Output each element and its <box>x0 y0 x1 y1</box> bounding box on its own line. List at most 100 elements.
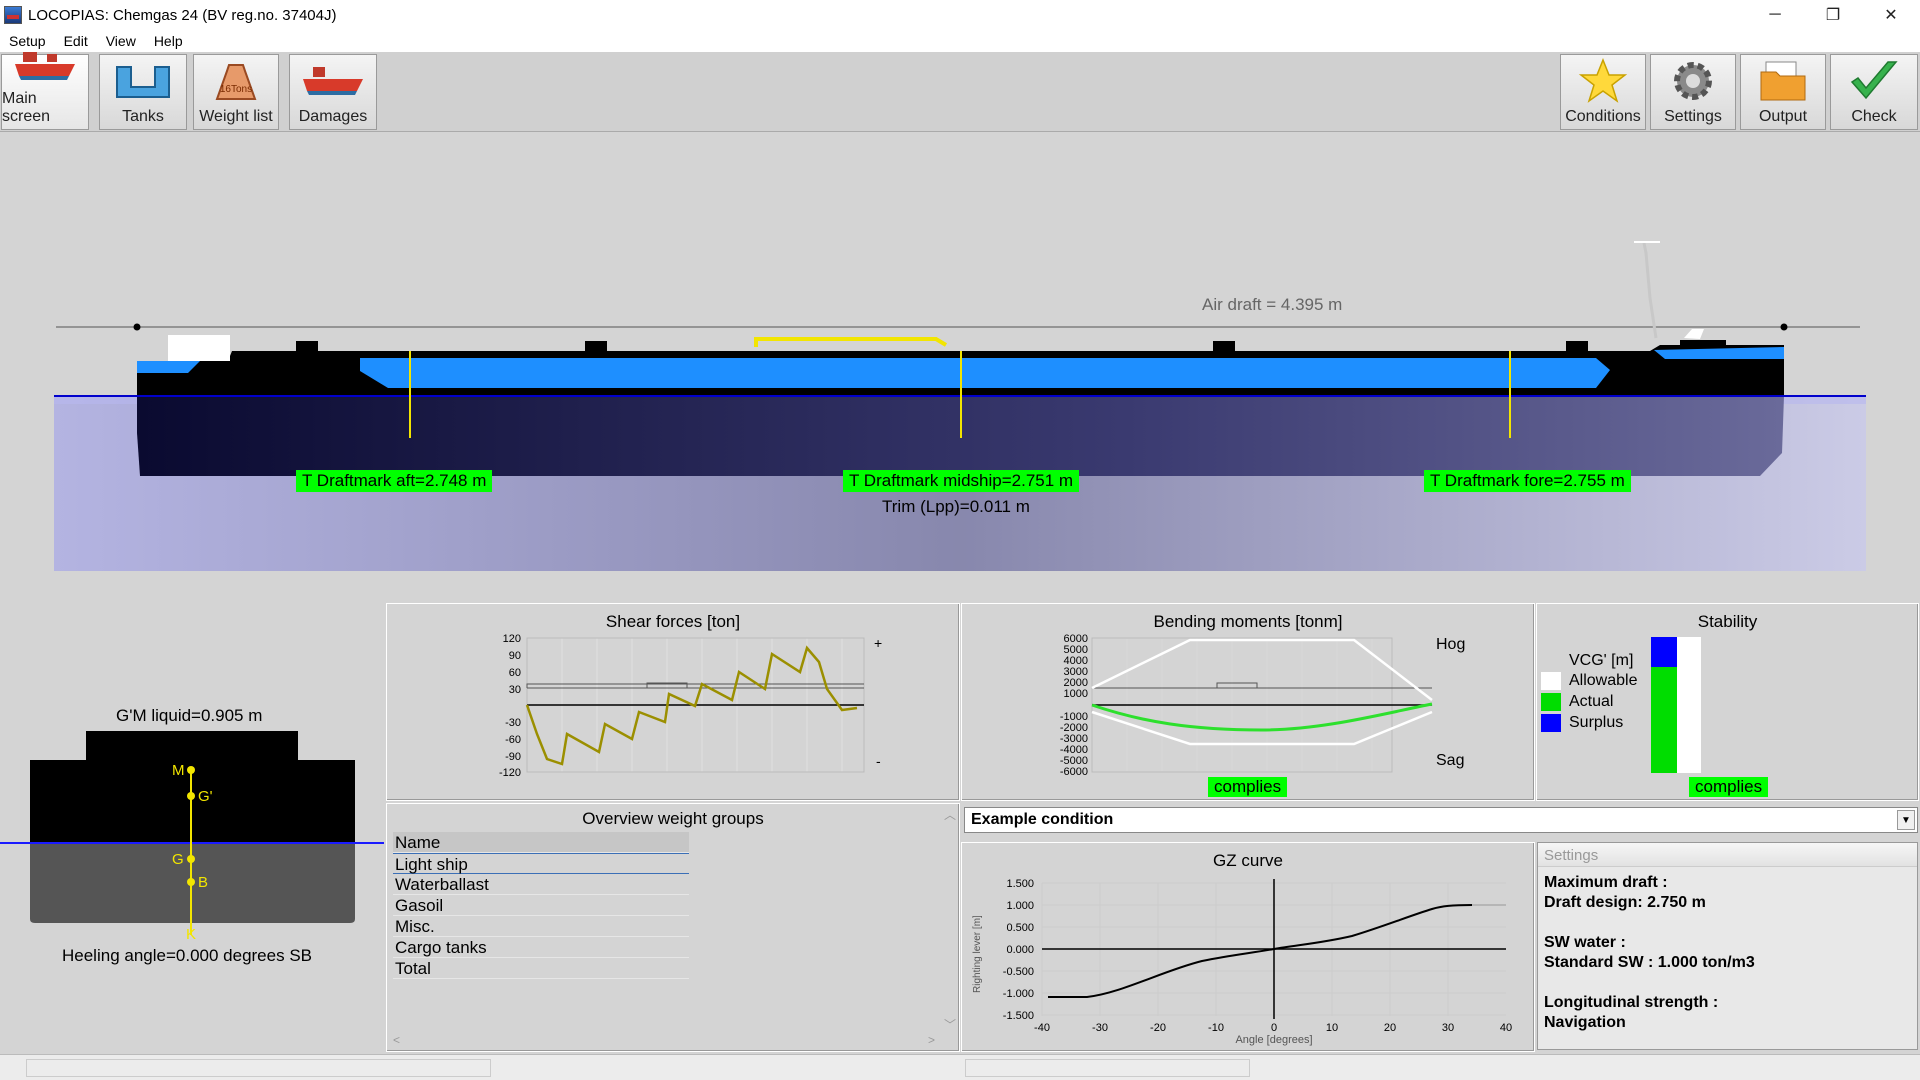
gz-ytick: -0.500 <box>1003 966 1034 978</box>
sag-label: Sag <box>1436 752 1464 769</box>
settings-summary-header: Settings <box>1538 843 1917 867</box>
air-draft-marker-aft <box>133 323 141 331</box>
trim-label: Trim (Lpp)=0.011 m <box>882 497 1030 516</box>
shear-ytick: 60 <box>509 667 521 679</box>
conditions-label: Conditions <box>1565 108 1641 125</box>
bending-ytick: 4000 <box>1064 655 1088 667</box>
main-screen-button[interactable]: Main screen <box>1 52 89 130</box>
gz-xtick: 0 <box>1271 1022 1277 1034</box>
settings-line: Longitudinal strength : <box>1544 994 1719 1011</box>
bending-ytick: -2000 <box>1060 722 1088 734</box>
settings-summary-panel: Settings Maximum draft : Draft design: 2… <box>1537 842 1918 1050</box>
tanks-button[interactable]: Tanks <box>99 54 187 130</box>
draftmark-midship-label: T Draftmark midship=2.751 m <box>843 470 1080 492</box>
actual-swatch <box>1541 693 1561 711</box>
weight-groups-hscroll[interactable]: < > <box>389 1033 939 1049</box>
menu-edit[interactable]: Edit <box>63 33 88 49</box>
settings-line: Navigation <box>1544 1014 1626 1031</box>
scroll-down-icon[interactable]: ﹀ <box>944 1018 957 1032</box>
gz-xtick: -20 <box>1150 1022 1166 1034</box>
point-g-prime-label: G' <box>198 788 213 805</box>
gz-ytick: -1.500 <box>1003 1010 1034 1022</box>
menu-help[interactable]: Help <box>153 33 183 49</box>
table-row[interactable]: Gasoil <box>393 895 689 916</box>
weight-groups-vscroll[interactable]: ︿ ﹀ <box>941 806 957 1033</box>
table-row[interactable]: Cargo tanks <box>393 937 689 958</box>
bending-moment-curve <box>1091 702 1433 732</box>
shear-ytick: 30 <box>509 684 521 696</box>
table-row[interactable]: Light ship <box>393 853 689 874</box>
menu-view[interactable]: View <box>105 33 136 49</box>
deck-fittings <box>296 340 1726 351</box>
shear-forces-panel: Shear forces [ton] 120 90 60 30 -30 -60 … <box>386 603 960 801</box>
gz-xtick: 20 <box>1384 1022 1396 1034</box>
table-row[interactable]: Waterballast <box>393 874 689 895</box>
output-label: Output <box>1758 108 1808 125</box>
window-title: LOCOPIAS: Chemgas 24 (BV reg.no. 37404J) <box>28 6 337 24</box>
shear-forces-title: Shear forces [ton] <box>605 612 741 631</box>
surplus-legend: Surplus <box>1569 714 1624 731</box>
condition-select[interactable]: Example condition ▼ <box>964 807 1918 833</box>
gear-icon <box>1661 58 1725 104</box>
air-draft-label: Air draft = 4.395 m <box>1202 295 1343 314</box>
stability-complies-badge: complies <box>1689 777 1769 797</box>
point-g-label: G <box>172 851 184 868</box>
settings-line: SW water : <box>1544 934 1626 951</box>
settings-line: Standard SW : 1.000 ton/m3 <box>1544 954 1755 971</box>
damages-button[interactable]: Damages <box>289 54 377 130</box>
scroll-left-icon[interactable]: < <box>393 1033 401 1047</box>
bending-ytick: -3000 <box>1060 733 1088 745</box>
buoyancy-point <box>187 878 195 886</box>
bending-ytick: 3000 <box>1064 666 1088 678</box>
gravity-point <box>187 855 195 863</box>
cross-section-above-water <box>30 731 355 843</box>
menu-bar: Setup Edit View Help <box>0 30 1920 52</box>
chevron-down-icon[interactable]: ▼ <box>1897 810 1915 830</box>
status-bar <box>0 1054 1920 1080</box>
cargo-boom <box>754 337 948 347</box>
stability-title: Stability <box>1697 612 1758 631</box>
surplus-swatch <box>1541 714 1561 732</box>
gz-xtick: -30 <box>1092 1022 1108 1034</box>
ship-icon <box>13 46 77 86</box>
conditions-button[interactable]: Conditions <box>1560 54 1646 130</box>
folder-icon <box>1751 58 1815 104</box>
main-screen-label: Main screen <box>2 90 51 125</box>
table-header-name[interactable]: Name <box>393 832 689 853</box>
gz-y-axis-label: Righting lever [m] <box>972 915 983 993</box>
shear-ytick: -90 <box>505 751 521 763</box>
tank-icon <box>111 58 175 104</box>
shear-plus-label: + <box>874 635 882 651</box>
gz-ytick: 1.000 <box>1006 900 1034 912</box>
minimize-button[interactable]: ─ <box>1769 6 1781 23</box>
table-row[interactable]: Misc. <box>393 916 689 937</box>
weight-groups-table: Name Light ship Waterballast Gasoil Misc… <box>393 832 689 979</box>
draftmark-aft-label: T Draftmark aft=2.748 m <box>296 470 493 492</box>
checkmark-icon <box>1842 58 1906 104</box>
table-row[interactable]: Total <box>393 958 689 979</box>
settings-line: Maximum draft : <box>1544 874 1668 891</box>
tanks-label: Tanks <box>122 108 164 125</box>
stability-panel: Stability VCG' [m] Allowable Actual Surp… <box>1536 603 1919 801</box>
gz-x-axis-label: Angle [degrees] <box>1235 1034 1312 1046</box>
cross-section-view: G'M liquid=0.905 m M G' G B K Heeling an… <box>0 603 384 1054</box>
shear-ytick: -60 <box>505 734 521 746</box>
restore-button[interactable]: ❐ <box>1825 7 1841 24</box>
settings-line: Draft design: 2.750 m <box>1544 894 1706 911</box>
settings-button[interactable]: Settings <box>1650 54 1736 130</box>
settings-label: Settings <box>1664 108 1722 125</box>
vcg-allowable-bar <box>1677 637 1701 773</box>
scroll-up-icon[interactable]: ︿ <box>944 808 957 822</box>
status-segment <box>965 1059 1250 1077</box>
g-prime-point <box>187 792 195 800</box>
gz-ytick: 0.500 <box>1006 922 1034 934</box>
menu-setup[interactable]: Setup <box>9 33 46 49</box>
scroll-right-icon[interactable]: > <box>927 1033 935 1047</box>
output-button[interactable]: Output <box>1740 54 1826 130</box>
check-button[interactable]: Check <box>1830 54 1918 130</box>
bending-ytick: 6000 <box>1064 633 1088 645</box>
weight-list-button[interactable]: 16Tons Weight list <box>193 54 279 130</box>
close-button[interactable]: ✕ <box>1884 7 1898 24</box>
bending-moments-panel: Bending moments [tonm] 6000 5000 4000 30… <box>961 603 1535 801</box>
bending-complies-badge: complies <box>1208 777 1288 797</box>
